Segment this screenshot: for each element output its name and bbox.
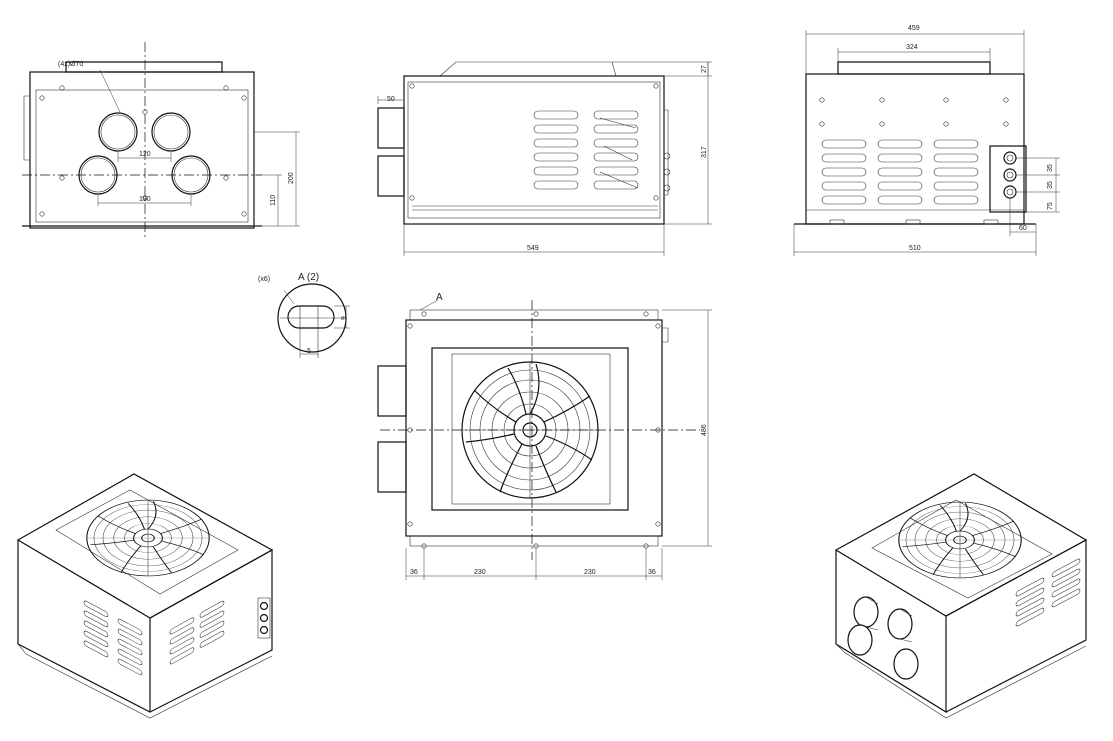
iso-view-right bbox=[834, 473, 1088, 719]
end-dim-60: 60 bbox=[1019, 225, 1027, 232]
back-dim-110: 110 bbox=[270, 195, 277, 206]
hole-note: (4x)Ø70 bbox=[58, 61, 83, 68]
top-marker: A bbox=[436, 292, 443, 303]
end-dim-35-b: 35 bbox=[1047, 181, 1054, 189]
end-dim-510: 510 bbox=[909, 245, 921, 252]
end-view bbox=[793, 30, 1060, 256]
end-dim-75: 75 bbox=[1047, 202, 1054, 210]
top-dim-36-left: 36 bbox=[410, 569, 418, 576]
side-dim-549: 549 bbox=[527, 245, 539, 252]
detail-title: A (2) bbox=[298, 272, 319, 283]
detail-a bbox=[277, 283, 350, 358]
side-dim-50: 50 bbox=[387, 96, 395, 103]
side-dim-27: 27 bbox=[701, 65, 708, 73]
top-view bbox=[377, 299, 712, 580]
back-dim-120: 120 bbox=[139, 151, 151, 158]
detail-count: (x6) bbox=[258, 276, 270, 283]
top-dim-486: 486 bbox=[701, 424, 708, 436]
iso-view-left bbox=[16, 473, 274, 719]
detail-dim-9: 9 bbox=[341, 316, 348, 320]
back-dim-200: 200 bbox=[288, 172, 295, 184]
top-dim-36-right: 36 bbox=[648, 569, 656, 576]
side-dim-317: 317 bbox=[701, 146, 708, 158]
top-dim-230-left: 230 bbox=[474, 569, 486, 576]
end-dim-35-a: 35 bbox=[1047, 164, 1054, 172]
detail-dim-5: 5 bbox=[307, 348, 311, 355]
end-dim-459: 459 bbox=[908, 25, 920, 32]
back-view bbox=[22, 42, 300, 240]
top-dim-230-right: 230 bbox=[584, 569, 596, 576]
side-view bbox=[377, 61, 712, 256]
back-dim-190: 190 bbox=[139, 196, 151, 203]
end-dim-324: 324 bbox=[906, 44, 918, 51]
